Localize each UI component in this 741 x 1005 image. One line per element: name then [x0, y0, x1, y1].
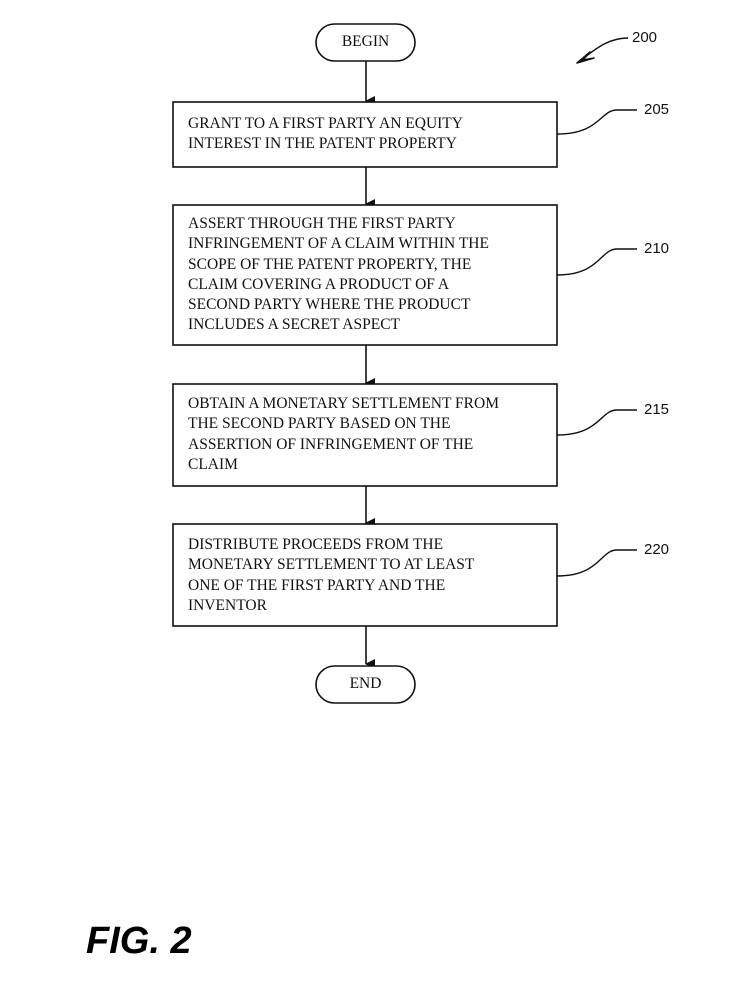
- leader-line-220: [556, 549, 637, 577]
- figure-reference-numeral: 200: [632, 29, 658, 46]
- step-ref-220: 220: [644, 541, 670, 558]
- leader-line-205: [556, 109, 637, 135]
- step-box-215: [172, 383, 558, 487]
- begin-label: BEGIN: [341, 33, 390, 50]
- step-ref-210: 210: [644, 240, 670, 257]
- step-box-210: [172, 204, 558, 346]
- step-box-220: [172, 523, 558, 627]
- step-ref-205: 205: [644, 101, 670, 118]
- figure-reference-arrowhead: [576, 51, 595, 64]
- end-terminal: [315, 665, 416, 704]
- step-text-215: OBTAIN A MONETARY SETTLEMENT FROM THE SE…: [188, 395, 499, 473]
- figure-reference-arrow: [584, 37, 629, 58]
- step-text-220: DISTRIBUTE PROCEEDS FROM THE MONETARY SE…: [188, 536, 475, 614]
- figure-caption: FIG. 2: [86, 920, 192, 962]
- step-box-205: [172, 101, 558, 168]
- step-text-205: GRANT TO A FIRST PARTY AN EQUITY INTERES…: [188, 115, 463, 153]
- end-label: END: [349, 675, 382, 692]
- step-text-210: ASSERT THROUGH THE FIRST PARTY INFRINGEM…: [188, 215, 489, 334]
- step-ref-215: 215: [644, 401, 670, 418]
- leader-line-215: [556, 409, 637, 436]
- leader-line-210: [556, 248, 637, 276]
